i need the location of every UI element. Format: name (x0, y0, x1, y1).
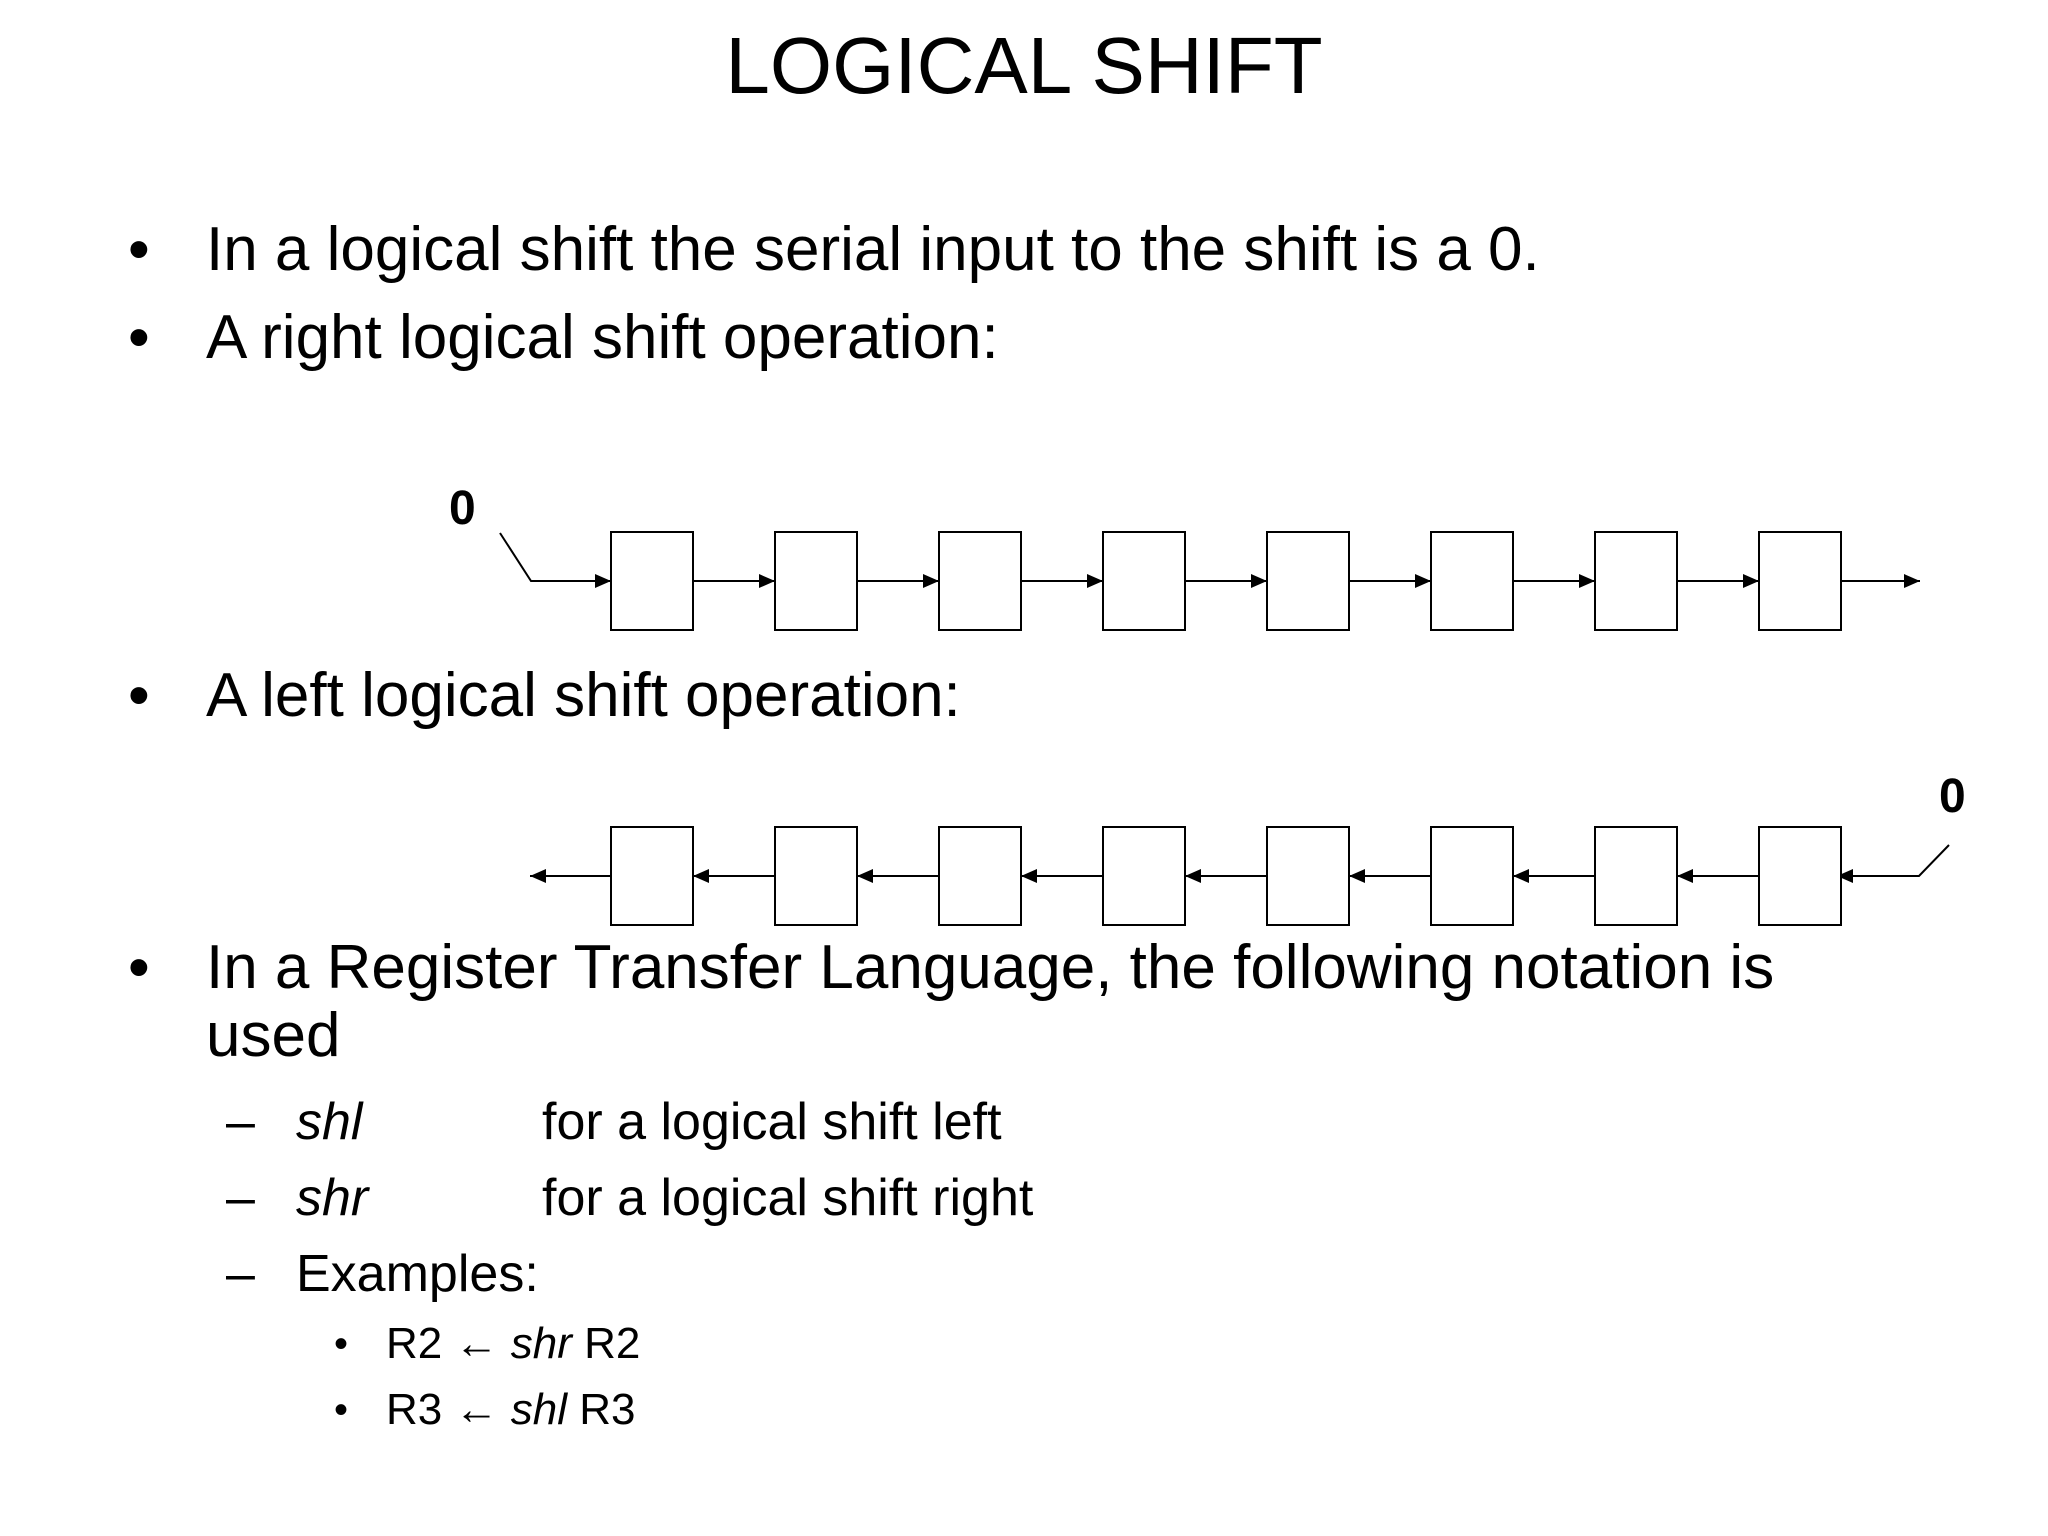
shl-term: shl (296, 1093, 363, 1151)
example-marker: • (334, 1388, 349, 1432)
arrowhead (1185, 869, 1201, 883)
bullet-rtl-notation: In a Register Transfer Language, the fol… (206, 933, 1775, 1002)
register-cell (610, 826, 694, 926)
example-op: shr (510, 1319, 572, 1368)
example-marker: • (334, 1322, 349, 1366)
left-arrow-icon: ← (454, 1385, 499, 1434)
arrowhead (1904, 574, 1920, 588)
register-cell (1430, 531, 1514, 631)
examples-heading: Examples: (296, 1245, 539, 1303)
register-cell (1594, 826, 1678, 926)
register-cell (1430, 826, 1514, 926)
bullet-right-shift: A right logical shift operation: (206, 303, 999, 372)
example-src: R2 (584, 1319, 641, 1368)
bullet-marker: • (128, 303, 150, 372)
left-shift-input-label: 0 (1939, 770, 1966, 823)
dash-marker: – (226, 1169, 255, 1227)
arrowhead (1251, 574, 1267, 588)
register-cell (1758, 826, 1842, 926)
arrowhead (759, 574, 775, 588)
left-arrow-icon: ← (454, 1319, 499, 1368)
arrowhead (595, 574, 611, 588)
input-line (1837, 844, 1950, 877)
arrowhead (1743, 574, 1759, 588)
register-cell (938, 826, 1022, 926)
example-dest: R2 (386, 1319, 443, 1368)
example-shr: R2 ← shr R2 (386, 1316, 640, 1372)
register-cell (1594, 531, 1678, 631)
right-shift-input-label: 0 (449, 482, 476, 535)
bullet-marker: • (128, 661, 150, 730)
example-src: R3 (579, 1385, 636, 1434)
arrowhead (1677, 869, 1693, 883)
example-dest: R3 (386, 1385, 443, 1434)
shr-term: shr (296, 1169, 369, 1227)
register-cell (1102, 531, 1186, 631)
register-cell (1266, 826, 1350, 926)
arrowhead (923, 574, 939, 588)
arrowhead (1513, 869, 1529, 883)
arrowhead (530, 869, 546, 883)
bullet-rtl-notation-cont: used (206, 1001, 341, 1070)
arrowhead (1349, 869, 1365, 883)
example-shl: R3 ← shl R3 (386, 1382, 635, 1438)
example-op: shl (510, 1385, 567, 1434)
register-cell (938, 531, 1022, 631)
bullet-marker: • (128, 215, 150, 284)
dash-marker: – (226, 1245, 255, 1303)
input-line (499, 532, 611, 582)
right-shift-diagram: 0 (449, 482, 1920, 631)
register-cell (1266, 531, 1350, 631)
left-shift-diagram: 0 (530, 770, 1966, 926)
bullet-marker: • (128, 933, 150, 1002)
bullet-left-shift: A left logical shift operation: (206, 661, 961, 730)
register-cell (610, 531, 694, 631)
register-cell (774, 531, 858, 631)
arrowhead (1021, 869, 1037, 883)
arrowhead (1837, 869, 1853, 883)
arrowhead (693, 869, 709, 883)
register-cell (1758, 531, 1842, 631)
dash-marker: – (226, 1093, 255, 1151)
register-cell (774, 826, 858, 926)
shr-description: for a logical shift right (542, 1169, 1034, 1227)
arrowhead (1415, 574, 1431, 588)
arrowhead (1087, 574, 1103, 588)
page-title: LOGICAL SHIFT (725, 21, 1323, 110)
arrowhead (1579, 574, 1595, 588)
register-cell (1102, 826, 1186, 926)
shl-description: for a logical shift left (542, 1093, 1002, 1151)
bullet-serial-input: In a logical shift the serial input to t… (206, 215, 1540, 284)
arrowhead (857, 869, 873, 883)
